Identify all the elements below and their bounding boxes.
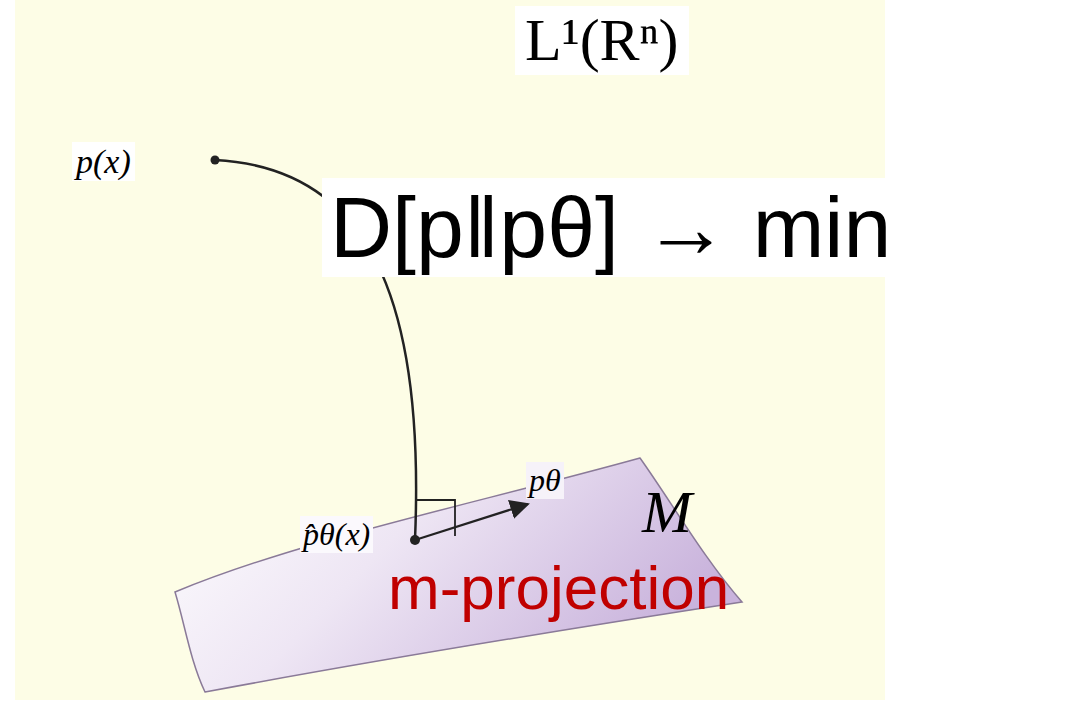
manifold-surface <box>175 458 742 692</box>
background-panel <box>15 0 885 700</box>
space-label: L¹(Rⁿ) <box>515 6 689 75</box>
method-label: m-projection <box>388 552 729 623</box>
point-dot <box>211 156 220 165</box>
manifold-label: M <box>642 478 692 547</box>
point-dot <box>410 535 420 545</box>
objective-label: D[p‖pθ] → min <box>322 178 899 277</box>
right-angle-mark <box>415 500 455 536</box>
tangent-arrow <box>415 504 528 540</box>
point-label: p(x) <box>72 142 135 181</box>
tangent-label: pθ <box>526 462 564 499</box>
projection-label: p̂θ(x) <box>300 516 373 553</box>
